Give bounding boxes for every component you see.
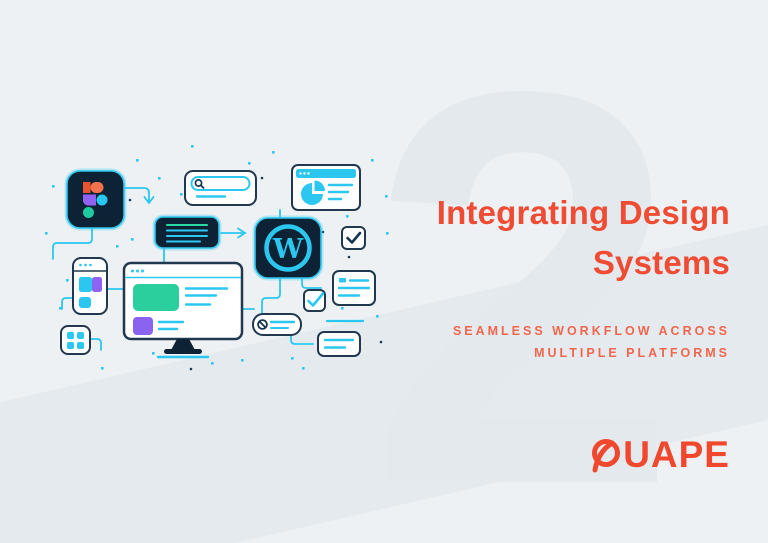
phone-mockup-icon bbox=[72, 257, 108, 315]
text-lines-dark-card-icon bbox=[152, 214, 222, 251]
subtitle-line-2: MULTIPLE PLATFORMS bbox=[534, 346, 730, 360]
watermark-numeral: 2 bbox=[368, 0, 680, 543]
title-line-1: Integrating Design bbox=[436, 194, 730, 231]
text-snippet-card-icon bbox=[317, 331, 361, 357]
hero-text-block: Integrating Design Systems SEAMLESS WORK… bbox=[437, 188, 730, 364]
brand-q-icon bbox=[592, 439, 621, 473]
page-title: Integrating Design Systems bbox=[437, 188, 730, 288]
search-bar-icon bbox=[184, 170, 257, 206]
checkbox-checked-icon bbox=[341, 226, 366, 250]
decorative-dots bbox=[45, 145, 389, 371]
pie-chart-window-icon bbox=[291, 164, 361, 211]
checkbox-cyan-icon bbox=[303, 289, 326, 312]
wordpress-logo-icon: W bbox=[252, 215, 324, 281]
desktop-monitor-icon bbox=[122, 261, 244, 359]
subtitle-line-1: SEAMLESS WORKFLOW ACROSS bbox=[452, 324, 730, 338]
figma-logo-icon bbox=[64, 168, 127, 231]
flow-connector-arrows bbox=[52, 187, 365, 351]
app-grid-icon bbox=[60, 325, 91, 355]
blocked-item-card-icon bbox=[252, 313, 302, 336]
page-subtitle: SEAMLESS WORKFLOW ACROSS MULTIPLE PLATFO… bbox=[437, 320, 730, 364]
design-systems-illustration: W bbox=[40, 138, 392, 400]
brand-logo: UAPE bbox=[589, 436, 730, 476]
brand-wordmark: UAPE bbox=[623, 434, 730, 475]
list-card-icon bbox=[332, 270, 376, 306]
title-line-2: Systems bbox=[592, 244, 730, 281]
wordpress-w-glyph: W bbox=[272, 234, 304, 265]
